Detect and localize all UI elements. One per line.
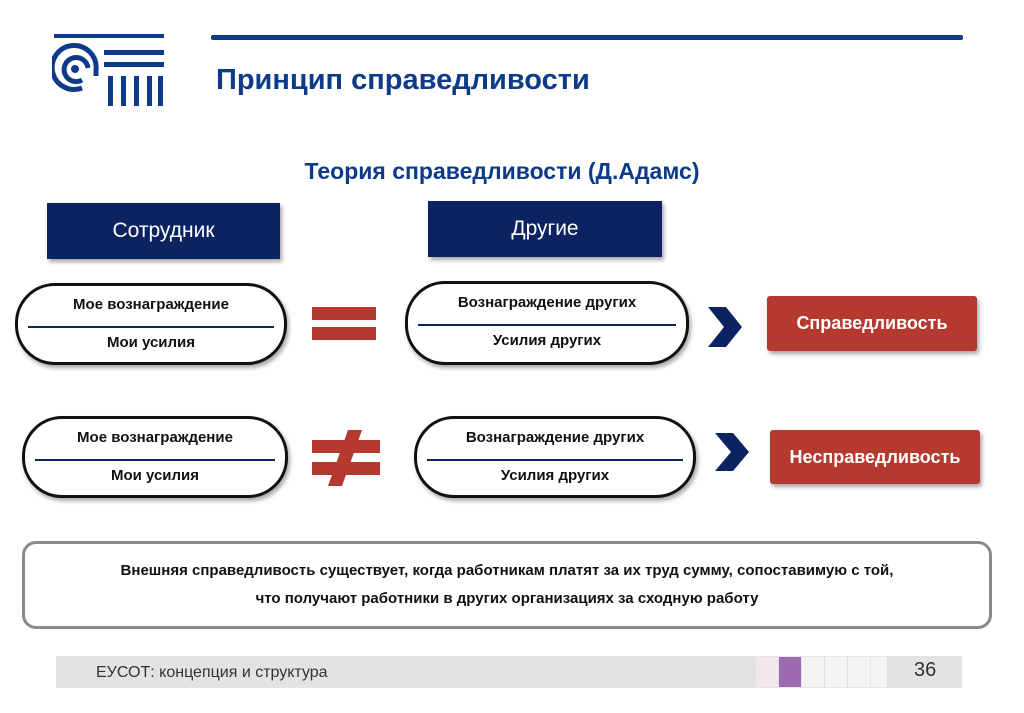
result-unfair: Несправедливость [770, 430, 980, 484]
others-header: Другие [428, 201, 662, 257]
note-box: Внешняя справедливость существует, когда… [22, 541, 992, 629]
employee-effort-label: Мои усилия [110, 467, 200, 484]
others-reward-label: Вознаграждение других [457, 294, 637, 311]
page-title: Принцип справедливости [216, 64, 590, 96]
fraction-line [35, 459, 275, 461]
others-effort-label: Усилия других [500, 467, 610, 484]
employee-effort-label: Мои усилия [106, 334, 196, 351]
others-ratio-1: Вознаграждение других Усилия других [405, 281, 689, 365]
fraction-line [427, 459, 683, 461]
footer-square [802, 657, 824, 687]
page-number: 36 [914, 659, 937, 681]
footer-square [871, 657, 887, 687]
footer-square [825, 657, 847, 687]
footer-square [848, 657, 870, 687]
others-ratio-2: Вознаграждение других Усилия других [414, 416, 696, 498]
employee-ratio-2: Мое вознаграждение Мои усилия [22, 416, 288, 498]
equals-icon [312, 307, 376, 340]
subtitle: Теория справедливости (Д.Адамс) [304, 158, 700, 184]
result-fair: Справедливость [767, 296, 977, 351]
employee-reward-label: Мое вознаграждение [77, 429, 233, 446]
chevron-right-icon [708, 307, 742, 347]
not-equal-icon [312, 430, 380, 486]
note-line-1: Внешняя справедливость существует, когда… [120, 562, 894, 579]
chevron-right-icon [715, 433, 749, 471]
note-line-2: что получают работники в других организа… [255, 590, 759, 607]
footer-text: ЕУСОТ: концепция и структура [96, 664, 328, 681]
logo [52, 34, 164, 106]
employee-header: Сотрудник [47, 203, 280, 259]
others-reward-label: Вознаграждение других [465, 429, 645, 446]
employee-reward-label: Мое вознаграждение [73, 296, 229, 313]
fraction-line [28, 326, 274, 328]
fraction-line [418, 324, 676, 326]
others-effort-label: Усилия других [492, 332, 602, 349]
header-rule [211, 35, 963, 40]
footer-square [756, 657, 778, 687]
footer-square-active [779, 657, 801, 687]
employee-ratio-1: Мое вознаграждение Мои усилия [15, 283, 287, 365]
